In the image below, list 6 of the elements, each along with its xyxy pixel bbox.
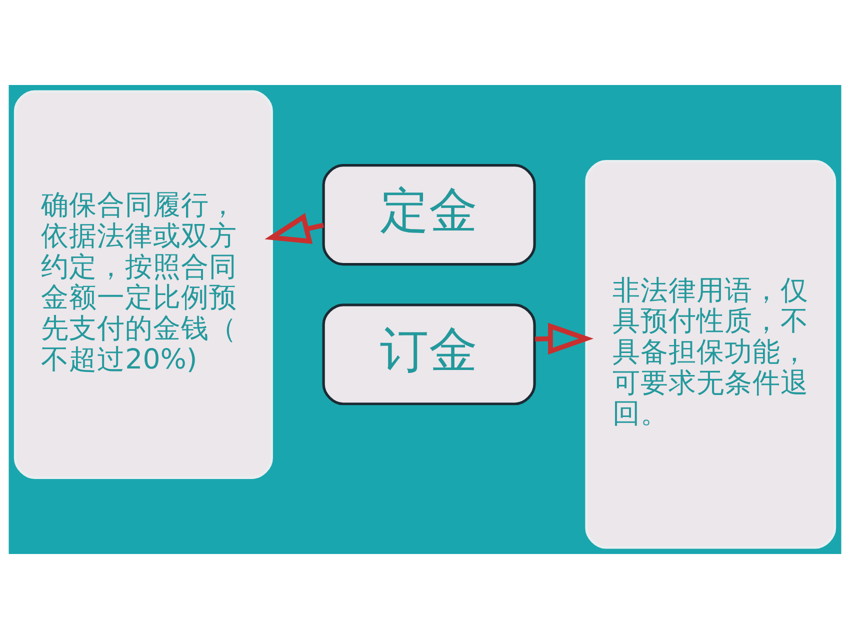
node-box: 订金: [322, 303, 536, 405]
node-box: 确保合同履行，依据法律或双方约定，按照合同金额一定比例预先支付的金钱（不超过20%): [14, 90, 273, 479]
node-box: 非法律用语，仅具预付性质，不具备担保功能，可要求无条件退回。: [585, 159, 836, 548]
arrow: [535, 322, 594, 354]
arrow: [264, 212, 324, 244]
node-box: 定金: [322, 164, 536, 266]
